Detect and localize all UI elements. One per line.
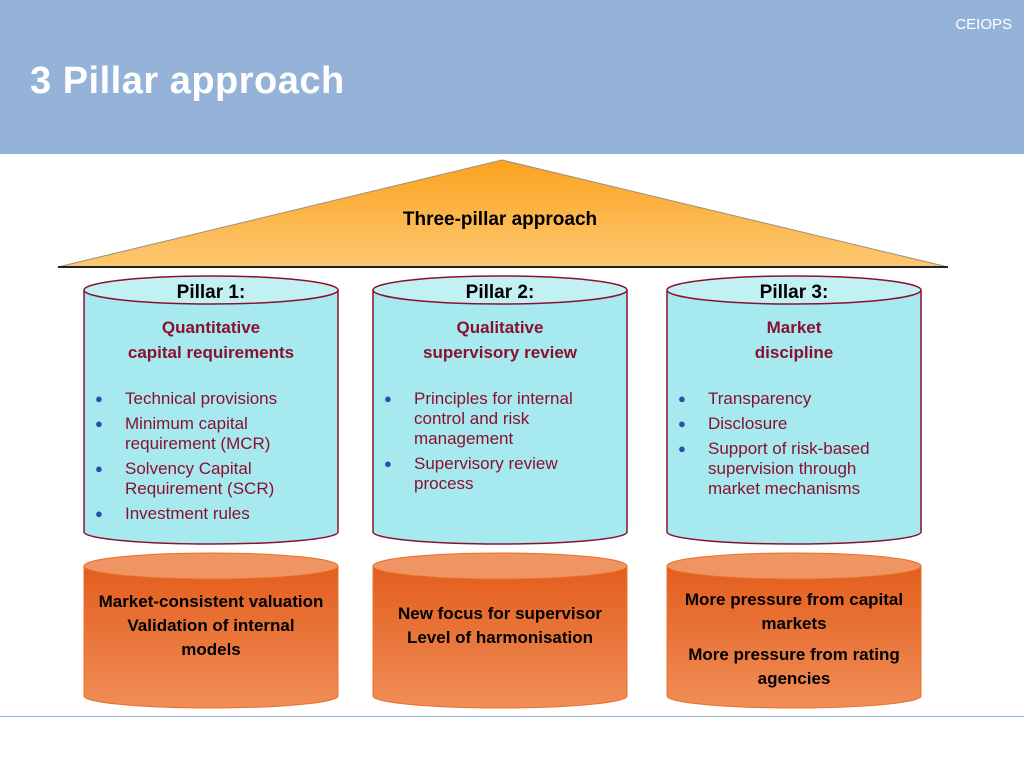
page-title: 3 Pillar approach bbox=[30, 60, 345, 102]
pillar-3-bullets: Transparency Disclosure Support of risk-… bbox=[678, 389, 913, 504]
pillar-3-subtitle: Market discipline bbox=[674, 315, 914, 365]
list-item: Minimum capital requirement (MCR) bbox=[95, 414, 330, 454]
base-1-line: Market-consistent valuation bbox=[98, 592, 324, 611]
base-1-text: Market-consistent valuation Validation o… bbox=[98, 590, 324, 662]
pillar-2-bullets: Principles for internal control and risk… bbox=[384, 389, 619, 499]
pillar-1-title: Pillar 1: bbox=[176, 282, 246, 303]
base-3-text: More pressure from capital markets More … bbox=[681, 588, 907, 691]
base-2-text: New focus for supervisor Level of harmon… bbox=[387, 602, 613, 650]
pillar-2-subtitle: Qualitative supervisory review bbox=[380, 315, 620, 365]
roof-label: Three-pillar approach bbox=[402, 209, 598, 230]
base-2-line: Level of harmonisation bbox=[406, 628, 594, 647]
header-bar: CEIOPS 3 Pillar approach bbox=[0, 0, 1024, 154]
pillar-3-subtitle-line: discipline bbox=[754, 343, 834, 362]
base-2-line: New focus for supervisor bbox=[397, 604, 603, 623]
list-item: Solvency Capital Requirement (SCR) bbox=[95, 459, 330, 499]
list-item: Support of risk-based supervision throug… bbox=[678, 439, 913, 499]
list-item: Supervisory review process bbox=[384, 454, 619, 494]
pillar-2-subtitle-line: Qualitative bbox=[456, 318, 544, 337]
base-3-line: More pressure from capital markets bbox=[684, 590, 904, 633]
base-3-line: More pressure from rating agencies bbox=[688, 645, 900, 688]
pillar-1-subtitle: Quantitative capital requirements bbox=[91, 315, 331, 365]
pillar-3-title: Pillar 3: bbox=[759, 282, 829, 303]
org-label: CEIOPS bbox=[955, 16, 1012, 33]
list-item: Principles for internal control and risk… bbox=[384, 389, 619, 449]
list-item: Disclosure bbox=[678, 414, 913, 434]
base-1-line: Validation of internal models bbox=[127, 616, 295, 659]
pillar-1-subtitle-line: capital requirements bbox=[127, 343, 295, 362]
base-3-cylinder bbox=[666, 552, 922, 709]
base-1-cylinder bbox=[83, 552, 339, 709]
list-item: Technical provisions bbox=[95, 389, 330, 409]
pillar-1-subtitle-line: Quantitative bbox=[161, 318, 261, 337]
pillar-1-bullets: Technical provisions Minimum capital req… bbox=[95, 389, 330, 529]
base-2-cylinder bbox=[372, 552, 628, 709]
list-item: Transparency bbox=[678, 389, 913, 409]
footer-divider bbox=[0, 716, 1024, 717]
pillar-2-title: Pillar 2: bbox=[465, 282, 535, 303]
pillar-3-subtitle-line: Market bbox=[766, 318, 822, 337]
list-item: Investment rules bbox=[95, 504, 330, 524]
pillar-2-subtitle-line: supervisory review bbox=[422, 343, 578, 362]
